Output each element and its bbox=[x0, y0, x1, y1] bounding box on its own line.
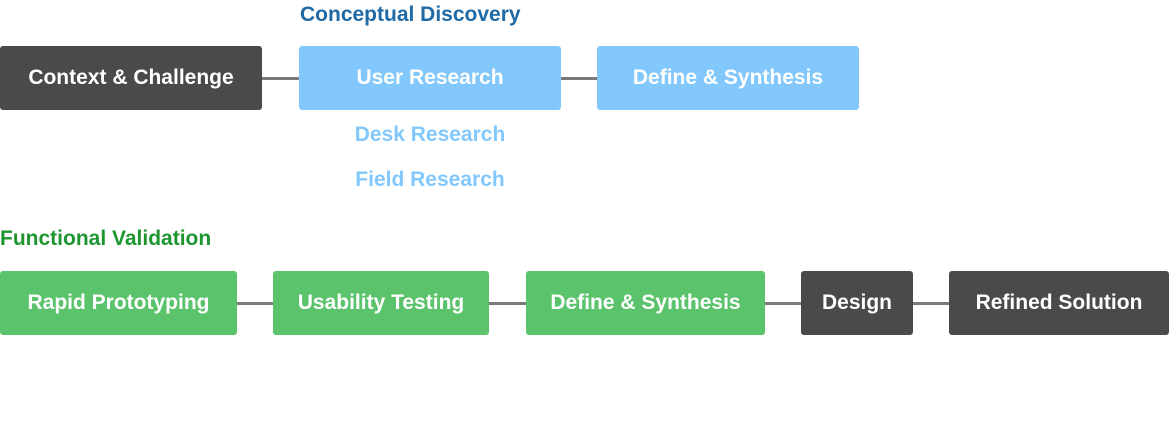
node-rapid-prototyping: Rapid Prototyping bbox=[0, 271, 237, 335]
functional-validation-title: Functional Validation bbox=[0, 227, 212, 250]
connector bbox=[561, 77, 597, 80]
sub-item-field-research: Field Research bbox=[355, 168, 505, 191]
connector bbox=[765, 302, 801, 305]
node-user-research: User Research bbox=[299, 46, 561, 110]
conceptual-discovery-title: Conceptual Discovery bbox=[300, 3, 521, 26]
connector bbox=[237, 302, 273, 305]
node-design: Design bbox=[801, 271, 913, 335]
connector bbox=[262, 77, 299, 80]
node-define-synthesis-2: Define & Synthesis bbox=[526, 271, 765, 335]
connector bbox=[489, 302, 526, 305]
sub-item-desk-research: Desk Research bbox=[354, 123, 506, 146]
node-context-challenge: Context & Challenge bbox=[0, 46, 262, 110]
node-usability-testing: Usability Testing bbox=[273, 271, 489, 335]
connector bbox=[913, 302, 949, 305]
node-refined-solution: Refined Solution bbox=[949, 271, 1169, 335]
node-define-synthesis: Define & Synthesis bbox=[597, 46, 859, 110]
